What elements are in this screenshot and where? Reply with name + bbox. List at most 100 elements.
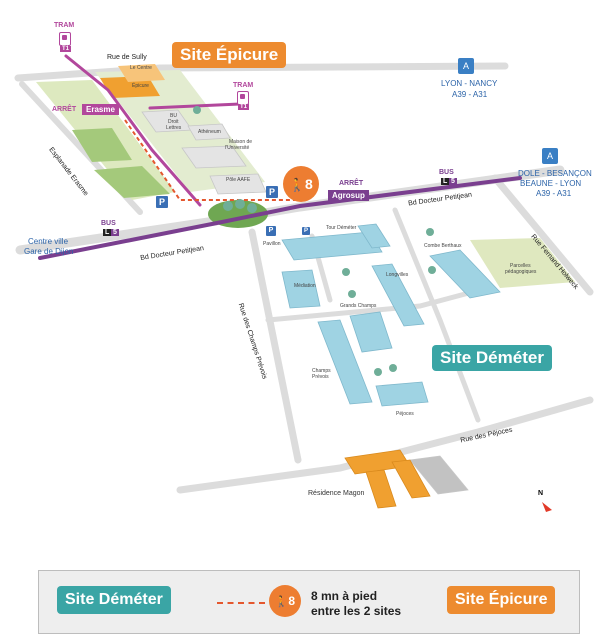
- road-inner-1: [265, 287, 483, 323]
- label-champs-1: Champs: [312, 368, 331, 374]
- magon-buildings: [344, 449, 431, 509]
- green-field-2: [94, 166, 170, 198]
- building-combe: [429, 249, 501, 299]
- tree: [223, 201, 233, 211]
- bus-right-line: L: [441, 178, 450, 185]
- tram-line: [64, 54, 202, 207]
- stop-agrosup-prefix: ARRÊT: [339, 180, 364, 187]
- building-tour: [281, 231, 383, 261]
- legend-walk-text-2: entre les 2 sites: [311, 604, 402, 618]
- tree: [247, 203, 257, 213]
- building-epicure-roof: [118, 64, 165, 82]
- building-tour-top: [357, 223, 391, 249]
- label-pavillon: Pavillon: [263, 241, 281, 247]
- label-parcelles-1: Parcelles: [510, 263, 531, 269]
- stop-erasme-prefix: ARRÊT: [52, 106, 77, 113]
- building-champs: [317, 319, 373, 405]
- dest-lyon-nancy-road: A39 - A31: [452, 90, 488, 99]
- tree: [348, 290, 356, 298]
- green-field-1: [72, 128, 132, 162]
- bus-left-label: BUS: [101, 220, 116, 227]
- label-epicure-bldg: Épicure: [132, 83, 149, 89]
- legend-walk-icon: 🚶8: [269, 585, 301, 617]
- label-combe: Combe Berthaux: [424, 243, 462, 249]
- walk-time-icon: 🚶8: [283, 166, 319, 202]
- compass-arrow: [542, 502, 552, 512]
- label-magon: Résidence Magon: [308, 490, 365, 497]
- site-epicure-badge: Site Épicure: [172, 42, 287, 68]
- label-parcelles-2: pédagogiques: [505, 269, 537, 275]
- legend-walk-line: [217, 602, 265, 604]
- building-magon-b: [365, 469, 397, 509]
- highway-icon: A: [458, 58, 474, 74]
- building-maison: [181, 145, 247, 169]
- tree: [374, 368, 382, 376]
- tram-branch: [148, 102, 242, 110]
- parking-icon: P: [266, 226, 276, 236]
- label-maison-1: Maison de: [229, 139, 253, 145]
- legend: Site Déméter 🚶8 8 mn à pied entre les 2 …: [38, 570, 580, 634]
- dest-gare: Gare de Dijon: [24, 247, 74, 256]
- walk-value: 8: [304, 176, 313, 192]
- road-sully: [14, 62, 509, 82]
- road-pejoces: [176, 396, 594, 494]
- walk-route: [124, 119, 300, 201]
- label-mediation: Médiation: [294, 283, 316, 289]
- parking-icon: P: [302, 227, 310, 235]
- tram-mid-line: T1: [238, 104, 250, 110]
- dest-dole-road: A39 - A31: [536, 189, 572, 198]
- bus-right-label: BUS: [439, 169, 454, 176]
- road-fernand: [491, 174, 594, 296]
- dest-lyon-nancy: LYON - NANCY: [441, 79, 498, 88]
- label-bu-1: BU: [170, 113, 177, 119]
- label-tour: Tour Déméter: [326, 225, 357, 231]
- stop-erasme-name: Erasme: [82, 104, 119, 115]
- tree: [235, 199, 245, 209]
- label-le-centre: Le Centre: [130, 65, 152, 71]
- tree: [342, 268, 350, 276]
- tram-top-label: TRAM: [54, 22, 75, 29]
- label-atheneum: Athéneum: [198, 129, 221, 135]
- building-longvilles: [371, 263, 425, 327]
- dest-dole: DOLE - BESANÇON: [518, 169, 592, 178]
- building-magon-c: [391, 459, 431, 499]
- label-bu-3: Lettres: [166, 125, 182, 131]
- bus-right-num: 5: [449, 178, 457, 185]
- label-maison-2: l'Université: [225, 145, 250, 151]
- tree: [389, 364, 397, 372]
- tree: [193, 106, 201, 114]
- dest-beaune: BEAUNE - LYON: [520, 179, 582, 188]
- bus-left-line: L: [103, 229, 112, 236]
- label-bu-2: Droit: [168, 119, 179, 125]
- label-pejoces: Péjoces: [396, 411, 414, 417]
- building-epicure-main: [100, 76, 160, 98]
- legend-epicure-badge: Site Épicure: [447, 586, 556, 614]
- green-parcelles: [470, 238, 575, 288]
- walk-person-icon: 🚶: [289, 178, 305, 192]
- epicure-buildings: [100, 64, 165, 98]
- highway-icon: A: [542, 148, 558, 164]
- building-atheneum: [187, 123, 231, 141]
- tram-icon: [237, 91, 249, 105]
- label-pole: Pôle AAFE: [226, 177, 251, 183]
- label-longvilles: Longvilles: [386, 272, 409, 278]
- building-pejoces: [375, 381, 429, 407]
- road-prevois: [248, 228, 302, 464]
- road-inner-2: [392, 207, 481, 423]
- label-champs-2: Prévois: [312, 374, 329, 380]
- tram-top-line: T1: [60, 46, 72, 52]
- tree: [428, 266, 436, 274]
- transit-lines: [38, 54, 522, 260]
- legend-walk-value: 8: [288, 594, 296, 608]
- grey-buildings: [141, 109, 469, 495]
- dest-centre-ville: Centre ville: [28, 237, 69, 246]
- stop-agrosup-name: Agrosup: [328, 190, 369, 201]
- bus-left-num: 5: [111, 229, 119, 236]
- road-sully-label: Rue de Sully: [107, 54, 147, 61]
- legend-walk-text-1: 8 mn à pied: [311, 589, 378, 603]
- demeter-buildings: [281, 223, 501, 407]
- compass-label: N: [538, 490, 544, 497]
- building-mediation: [281, 269, 321, 309]
- campus-map: [14, 54, 594, 512]
- bus-line: [38, 176, 522, 260]
